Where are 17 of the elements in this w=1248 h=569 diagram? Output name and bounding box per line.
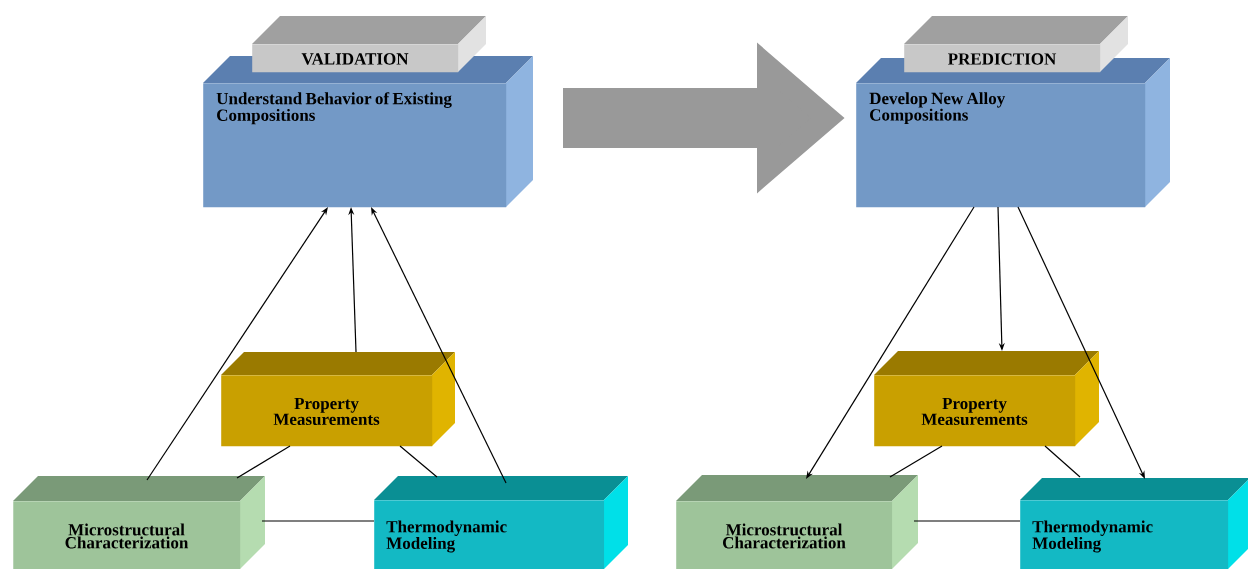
connector-line	[236, 445, 291, 479]
connector-line	[1044, 445, 1081, 478]
node-label: VALIDATION	[301, 53, 409, 65]
arrow	[1017, 206, 1145, 479]
process-box: Property Measurements	[874, 351, 1099, 447]
process-box: Microstructural Characterization	[13, 476, 265, 569]
tab-box: VALIDATION	[252, 16, 486, 73]
connector-line	[889, 445, 943, 478]
connector-line	[913, 520, 1021, 522]
tab-box: PREDICTION	[904, 16, 1128, 73]
connector-line	[261, 520, 375, 522]
process-box: Microstructural Characterization	[676, 475, 918, 569]
process-box: Thermodynamic Modeling	[1020, 478, 1248, 569]
process-box: Property Measurements	[221, 352, 455, 447]
connector-line	[399, 445, 438, 478]
arrow	[806, 206, 975, 479]
process-box: Thermodynamic Modeling	[374, 476, 628, 569]
